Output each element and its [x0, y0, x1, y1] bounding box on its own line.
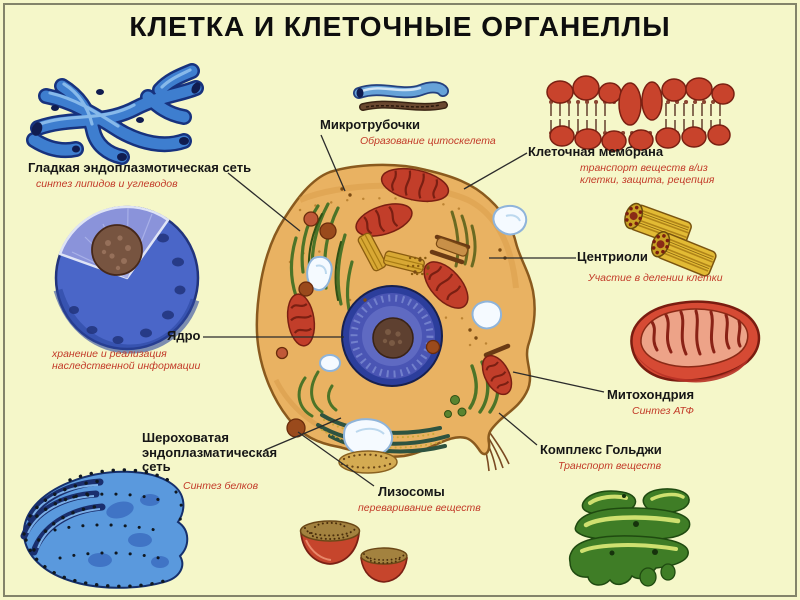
label-nucleus: Ядро хранение и реализация наследственно… [52, 328, 207, 373]
leader-microtubules [320, 134, 346, 192]
cell-illustration [255, 163, 536, 472]
organelle-name: Гладкая эндоплазмотическая сеть [28, 160, 252, 175]
microtubules-illustration [353, 81, 449, 111]
lysosome-illustration [299, 450, 408, 583]
organelle-function: синтез липидов и углеводов [36, 177, 178, 190]
organelle-function: переваривание веществ [358, 501, 481, 514]
organelle-name: Шероховатая эндоплазматическая сеть [142, 430, 278, 475]
organelle-function: Синтез АТФ [632, 404, 694, 417]
label-smooth-er: Гладкая эндоплазмотическая сеть синтез л… [28, 160, 252, 190]
cell-centrioles [357, 232, 469, 276]
organelle-function: хранение и реализация наследственной инф… [52, 347, 201, 373]
leader-membrane [463, 152, 528, 190]
rough-er-illustration [20, 468, 189, 589]
organelle-function: Транспорт веществ [558, 459, 662, 472]
label-lysosomes: Лизосомы переваривание веществ [358, 484, 481, 514]
nucleus-illustration [53, 205, 200, 354]
leader-smooth-er [227, 172, 301, 232]
cell-vacuoles [306, 204, 528, 458]
organelle-name: Клеточная мембрана [528, 144, 664, 159]
label-mitochondria: Митохондрия Синтез АТФ [607, 387, 695, 417]
membrane-illustration [546, 75, 735, 152]
leader-golgi [498, 412, 538, 446]
smooth-er-illustration [26, 63, 204, 165]
organelle-function: Участие в делении клетки [588, 271, 723, 284]
label-golgi: Комплекс Гольджи Транспорт веществ [540, 442, 662, 472]
label-centrioles: Центриоли Участие в делении клетки [577, 249, 723, 284]
label-membrane: Клеточная мембрана транспорт веществ в/и… [528, 144, 738, 187]
leader-mitochondria [512, 371, 605, 393]
organelle-name: Комплекс Гольджи [540, 442, 662, 457]
leader-lysosomes [297, 431, 375, 487]
cell-nucleus [341, 285, 443, 387]
golgi-illustration [568, 488, 691, 587]
organelle-function: Образование цитоскелета [360, 134, 496, 147]
organelle-name: Центриоли [577, 249, 648, 264]
mitochondria-illustration [630, 300, 761, 383]
leader-lines [203, 134, 605, 487]
label-rough-er: Шероховатая эндоплазматическая сеть Синт… [142, 430, 282, 492]
label-microtubules: Микротрубочки Образование цитоскелета [320, 117, 496, 147]
organelle-function: транспорт веществ в/из клетки, защита, р… [580, 161, 715, 187]
organelle-function: Синтез белков [183, 479, 259, 492]
organelle-name: Митохондрия [607, 387, 695, 402]
organelle-name: Микротрубочки [320, 117, 420, 132]
leader-rough-er [264, 417, 342, 451]
page-title: КЛЕТКА И КЛЕТОЧНЫЕ ОРГАНЕЛЛЫ [129, 11, 671, 42]
organelle-name: Лизосомы [378, 484, 445, 499]
organelle-name: Ядро [167, 328, 201, 343]
centrioles-illustration [624, 202, 717, 277]
cell-mitochondria [286, 167, 513, 396]
